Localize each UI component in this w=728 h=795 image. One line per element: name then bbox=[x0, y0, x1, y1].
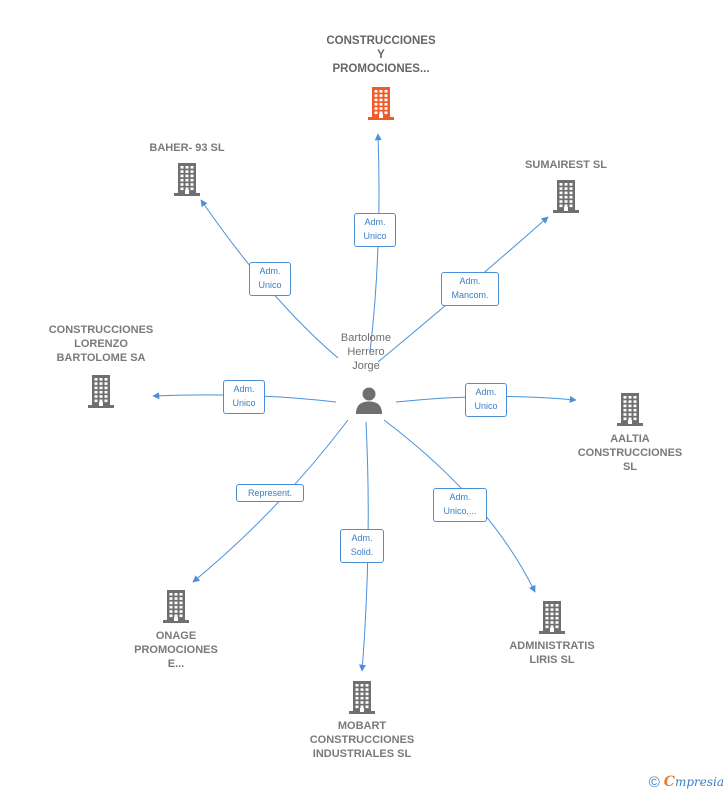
node-label-aaltia[interactable]: AALTIA CONSTRUCCIONES SL bbox=[577, 433, 683, 473]
person-icon[interactable] bbox=[354, 385, 384, 415]
node-label-sumairest[interactable]: SUMAIREST SL bbox=[525, 159, 607, 171]
node-aaltia[interactable] bbox=[615, 392, 645, 426]
building-icon bbox=[368, 87, 394, 120]
node-sumairest[interactable] bbox=[551, 179, 581, 213]
building-icon bbox=[617, 393, 643, 426]
building-icon bbox=[349, 681, 375, 714]
edge-label-administratis-liris[interactable]: Adm. Unico,... bbox=[433, 488, 487, 522]
edge-label-mobart[interactable]: Adm. Solid. bbox=[340, 529, 384, 563]
node-construcciones-y-promociones[interactable] bbox=[366, 86, 396, 120]
brand-logo-e: C bbox=[663, 774, 675, 790]
node-label-baher-93[interactable]: BAHER- 93 SL bbox=[149, 142, 225, 154]
building-icon bbox=[163, 590, 189, 623]
node-baher-93[interactable] bbox=[172, 162, 202, 196]
building-icon bbox=[174, 163, 200, 196]
edge-label-sumairest[interactable]: Adm. Mancom. bbox=[441, 272, 499, 306]
node-label-construcciones-y-promociones[interactable]: CONSTRUCCIONES Y PROMOCIONES... bbox=[326, 35, 436, 75]
node-construcciones-lorenzo[interactable] bbox=[86, 374, 116, 408]
node-administratis-liris[interactable] bbox=[537, 600, 567, 634]
node-label-administratis-liris[interactable]: ADMINISTRATIS LIRIS SL bbox=[509, 640, 595, 666]
node-label-mobart[interactable]: MOBART CONSTRUCCIONES INDUSTRIALES SL bbox=[309, 720, 415, 760]
edge-onage bbox=[192, 419, 349, 583]
edge-label-aaltia[interactable]: Adm. Unico bbox=[465, 383, 507, 417]
building-icon bbox=[88, 375, 114, 408]
edge-label-baher-93[interactable]: Adm. Unico bbox=[249, 262, 291, 296]
copyright-symbol: © bbox=[648, 773, 660, 791]
node-onage[interactable] bbox=[161, 589, 191, 623]
node-label-onage[interactable]: ONAGE PROMOCIONES E... bbox=[134, 630, 218, 670]
building-icon bbox=[553, 180, 579, 213]
node-mobart[interactable] bbox=[347, 680, 377, 714]
edge-label-onage[interactable]: Represent. bbox=[236, 484, 304, 502]
edge-label-construcciones-y-promociones[interactable]: Adm. Unico bbox=[354, 213, 396, 247]
node-label-construcciones-lorenzo[interactable]: CONSTRUCCIONES LORENZO BARTOLOME SA bbox=[48, 324, 154, 364]
brand-logo-text: mpresia bbox=[674, 775, 724, 789]
edge-label-construcciones-lorenzo[interactable]: Adm. Unico bbox=[223, 380, 265, 414]
center-person-label[interactable]: Bartolome Herrero Jorge bbox=[340, 332, 392, 372]
building-icon bbox=[539, 601, 565, 634]
